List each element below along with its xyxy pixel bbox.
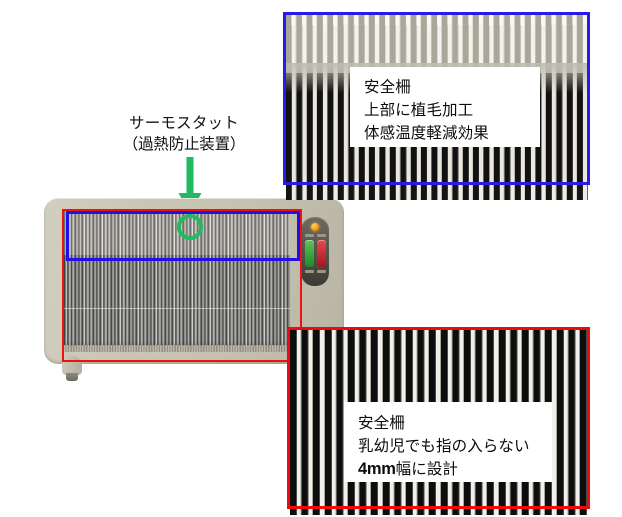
callout-bottom-caption-line1: 安全柵 [358,415,405,432]
grille-flocked-top-zone [64,211,290,255]
callout-top-stripe-overflow [286,185,588,200]
callout-top-closeup: 安全柵 上部に植毛加工 体感温度軽減効果 [283,12,590,185]
callout-top-caption-line1: 安全柵 [364,79,411,96]
heater-grille [64,211,290,352]
heater-foot-pad [66,373,78,381]
power-on-button[interactable] [305,240,314,267]
annotation-rect-blue-on-heater [66,211,300,261]
control-label-right-bottom [317,270,326,273]
callout-bottom-caption-line2: 乳幼児でも指の入らない [358,438,530,455]
callout-top-caption-line3: 体感温度軽減効果 [364,125,489,142]
callout-bottom-caption-line3: 4mm幅に設計 [358,458,552,481]
power-indicator-lamp-icon [311,223,319,231]
control-label-left-top [305,234,314,237]
gap-width-suffix: 幅に設計 [395,461,459,478]
thermostat-circle-marker [177,214,203,240]
callout-top-caption-line2: 上部に植毛加工 [364,102,474,119]
control-label-right-top [317,234,326,237]
control-label-left-bottom [305,270,314,273]
control-panel[interactable] [301,217,329,286]
grille-bottom-lip [64,345,290,352]
grille-seam [64,308,290,309]
flocked-tip-caps [286,15,587,25]
power-off-button[interactable] [317,240,326,267]
thermostat-annotation-label: サーモスタット （過熱防止装置） [104,113,264,155]
thermostat-label-line2: （過熱防止装置） [122,136,246,153]
callout-top-caption-plate: 安全柵 上部に植毛加工 体感温度軽減効果 [350,67,540,147]
callout-bottom-closeup: 安全柵 乳幼児でも指の入らない 4mm幅に設計 [287,327,590,509]
callout-bottom-caption-plate: 安全柵 乳幼児でも指の入らない 4mm幅に設計 [344,402,552,482]
callout-bottom-stripe-overflow [290,509,587,515]
annotation-rect-red-on-heater [62,209,302,362]
gap-width-value: 4mm [358,460,396,478]
thermostat-label-line1: サーモスタット [129,115,239,132]
